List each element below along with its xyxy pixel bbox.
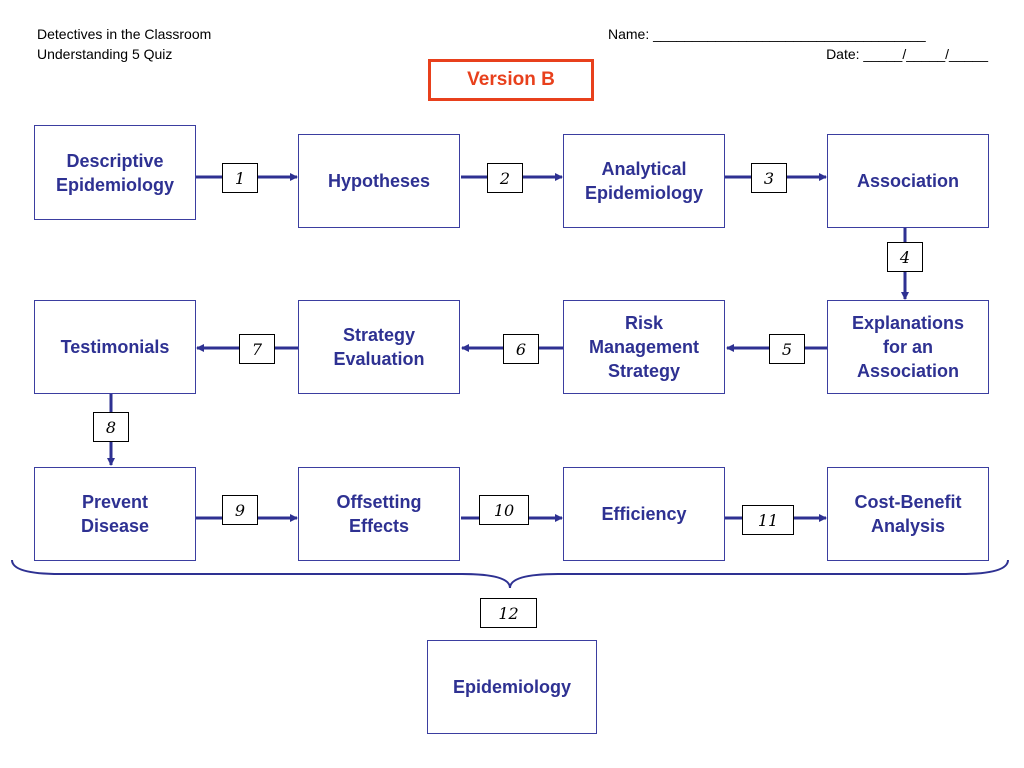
box-association: Association: [827, 134, 989, 228]
box-cost-benefit-analysis: Cost-Benefit Analysis: [827, 467, 989, 561]
grouping-brace: [11, 559, 1009, 589]
box-testimonials: Testimonials: [34, 300, 196, 394]
box-efficiency: Efficiency: [563, 467, 725, 561]
answer-box-11[interactable]: 11: [742, 505, 794, 535]
box-analytical-epidemiology: Analytical Epidemiology: [563, 134, 725, 228]
date-field[interactable]: Date: _____/_____/_____: [826, 46, 988, 62]
answer-box-3[interactable]: 3: [751, 163, 787, 193]
box-descriptive-epidemiology: Descriptive Epidemiology: [34, 125, 196, 220]
answer-box-9[interactable]: 9: [222, 495, 258, 525]
answer-box-7[interactable]: 7: [239, 334, 275, 364]
answer-box-1[interactable]: 1: [222, 163, 258, 193]
box-offsetting-effects: Offsetting Effects: [298, 467, 460, 561]
course-title: Detectives in the Classroom: [37, 26, 212, 42]
answer-box-8[interactable]: 8: [93, 412, 129, 442]
answer-box-6[interactable]: 6: [503, 334, 539, 364]
version-label: Version B: [428, 59, 594, 101]
answer-box-5[interactable]: 5: [769, 334, 805, 364]
box-prevent-disease: Prevent Disease: [34, 467, 196, 561]
box-epidemiology: Epidemiology: [427, 640, 597, 734]
quiz-title: Understanding 5 Quiz: [37, 46, 173, 62]
name-field[interactable]: Name: __________________________________…: [608, 26, 926, 42]
box-risk-management-strategy: Risk Management Strategy: [563, 300, 725, 394]
box-strategy-evaluation: Strategy Evaluation: [298, 300, 460, 394]
answer-box-12[interactable]: 12: [480, 598, 537, 628]
box-explanations-for-association: Explanations for an Association: [827, 300, 989, 394]
answer-box-4[interactable]: 4: [887, 242, 923, 272]
box-hypotheses: Hypotheses: [298, 134, 460, 228]
answer-box-10[interactable]: 10: [479, 495, 529, 525]
answer-box-2[interactable]: 2: [487, 163, 523, 193]
